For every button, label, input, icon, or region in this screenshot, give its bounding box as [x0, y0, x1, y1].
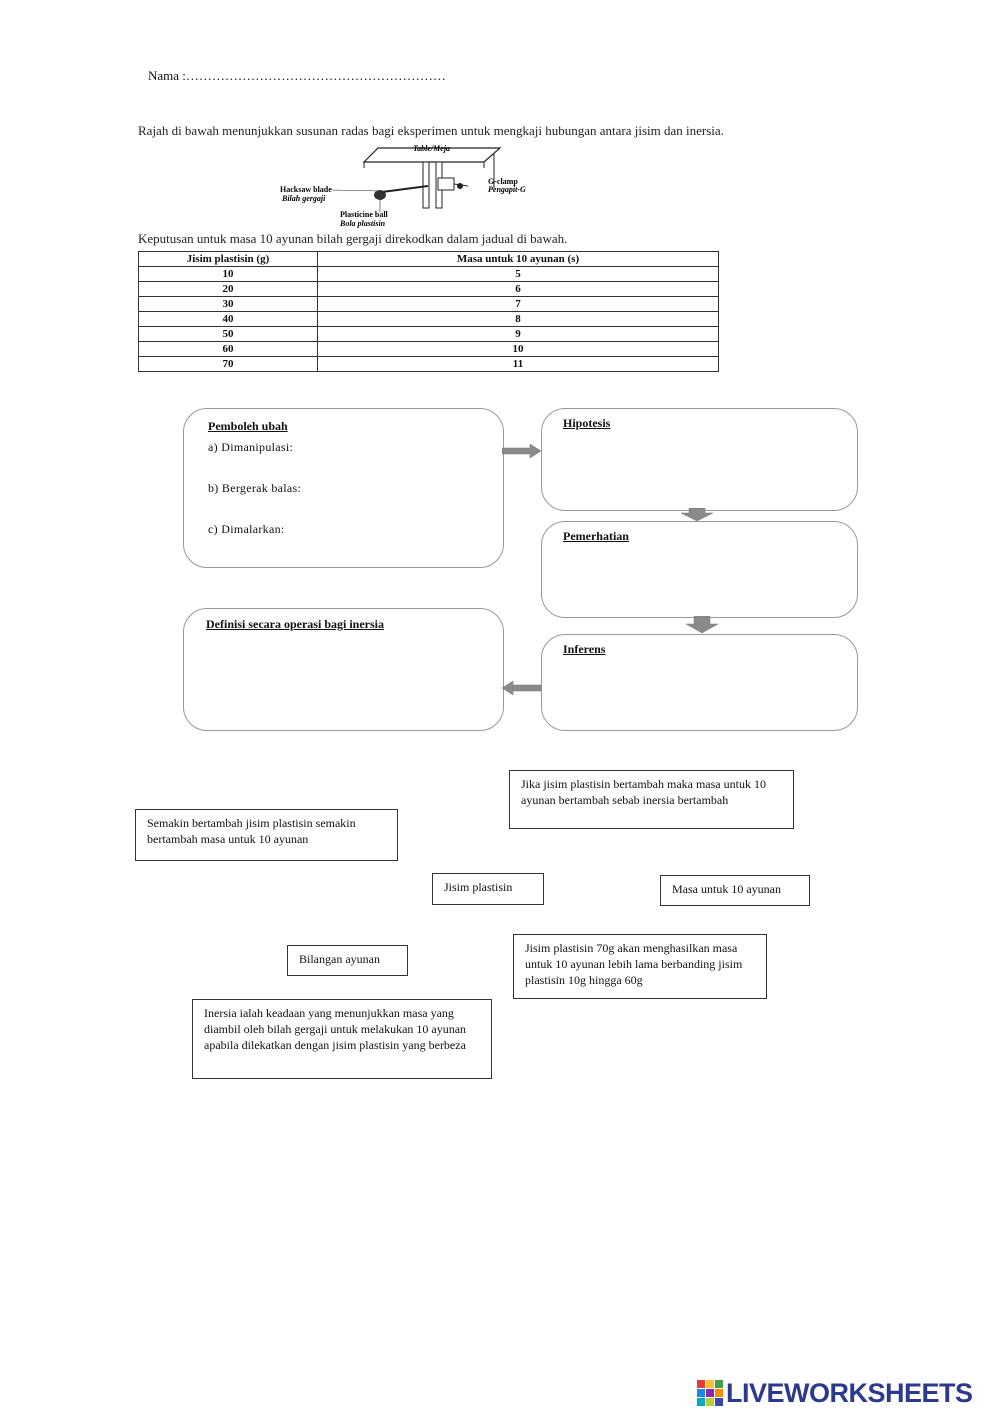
- diagram-label-blade-ms: Bilah gergaji: [281, 194, 326, 203]
- table-cell: 11: [317, 356, 719, 372]
- table-cell: 10: [138, 266, 318, 282]
- hypothesis-title: Hipotesis: [563, 416, 611, 430]
- answer-option-definition[interactable]: Inersia ialah keadaan yang menunjukkan m…: [192, 999, 492, 1079]
- logo-block: [706, 1380, 714, 1388]
- logo-block: [697, 1398, 705, 1406]
- answer-option-responding[interactable]: Masa untuk 10 ayunan: [660, 875, 810, 906]
- controlled-variable-label: c) Dimalarkan:: [208, 522, 285, 536]
- table-cell: 20: [138, 281, 318, 297]
- table-cell: 9: [317, 326, 719, 342]
- table-cell: 7: [317, 296, 719, 312]
- name-field-label: Nama :……………………………………………………: [148, 68, 446, 83]
- table-cell: 5: [317, 266, 719, 282]
- table-cell: 8: [317, 311, 719, 327]
- logo-block: [697, 1389, 705, 1397]
- table-cell: 40: [138, 311, 318, 327]
- observation-box[interactable]: Pemerhatian: [541, 521, 858, 618]
- table-cell: 30: [138, 296, 318, 312]
- inference-title: Inferens: [563, 642, 606, 656]
- table-cell: 60: [138, 341, 318, 357]
- definition-title: Definisi secara operasi bagi inersia: [206, 617, 384, 631]
- logo-block: [715, 1398, 723, 1406]
- intro-text: Rajah di bawah menunjukkan susunan radas…: [138, 123, 724, 138]
- answer-option-hypothesis[interactable]: Jika jisim plastisin bertambah maka masa…: [509, 770, 794, 829]
- logo-block: [706, 1398, 714, 1406]
- observation-title: Pemerhatian: [563, 529, 629, 543]
- definition-box[interactable]: Definisi secara operasi bagi inersia: [183, 608, 504, 731]
- logo-block: [706, 1389, 714, 1397]
- answer-option-controlled[interactable]: Bilangan ayunan: [287, 945, 408, 976]
- variables-box[interactable]: Pemboleh ubah a) Dimanipulasi: b) Berger…: [183, 408, 504, 568]
- answer-option-inference[interactable]: Jisim plastisin 70g akan menghasilkan ma…: [513, 934, 767, 999]
- logo-block: [697, 1380, 705, 1388]
- table-cell: 10: [317, 341, 719, 357]
- diagram-label-blade: Hacksaw blade: [280, 185, 332, 194]
- liveworksheets-logo: LIVEWORKSHEETS: [697, 1378, 973, 1408]
- table-cell: 70: [138, 356, 318, 372]
- answer-option-manipulated[interactable]: Jisim plastisin: [432, 873, 544, 905]
- logo-blocks-icon: [697, 1380, 723, 1406]
- table-cell: 6: [317, 281, 719, 297]
- manipulated-variable-label: a) Dimanipulasi:: [208, 440, 294, 454]
- table-cell: 50: [138, 326, 318, 342]
- logo-block: [715, 1380, 723, 1388]
- logo-block: [715, 1389, 723, 1397]
- answer-option-observation[interactable]: Semakin bertambah jisim plastisin semaki…: [135, 809, 398, 861]
- diagram-label-ball: Plasticine ball: [340, 210, 389, 219]
- hypothesis-box[interactable]: Hipotesis: [541, 408, 858, 511]
- table-header-mass: Jisim plastisin (g): [138, 251, 318, 267]
- logo-text: LIVEWORKSHEETS: [726, 1377, 973, 1408]
- diagram-label-gclamp-ms: Pengapit-G: [488, 185, 526, 194]
- variables-title: Pemboleh ubah: [208, 419, 288, 433]
- diagram-label-table: Table/Meja: [413, 144, 450, 153]
- inference-box[interactable]: Inferens: [541, 634, 858, 731]
- arrow-right-icon: [502, 443, 542, 459]
- arrow-down-icon: [685, 616, 719, 634]
- diagram-label-gclamp: G-clamp: [488, 177, 518, 186]
- responding-variable-label: b) Bergerak balas:: [208, 481, 302, 495]
- results-table: Jisim plastisin (g) Masa untuk 10 ayunan…: [138, 251, 719, 372]
- result-text: Keputusan untuk masa 10 ayunan bilah ger…: [138, 231, 568, 246]
- arrow-down-icon: [680, 508, 714, 522]
- table-header-row: Jisim plastisin (g) Masa untuk 10 ayunan…: [138, 251, 719, 267]
- apparatus-diagram: Table/Meja G-clamp Pengapit-G Hacksaw bl…: [280, 144, 526, 228]
- diagram-label-ball-ms: Bola plastisin: [339, 219, 386, 228]
- table-header-time: Masa untuk 10 ayunan (s): [317, 251, 719, 267]
- arrow-left-icon: [502, 680, 542, 696]
